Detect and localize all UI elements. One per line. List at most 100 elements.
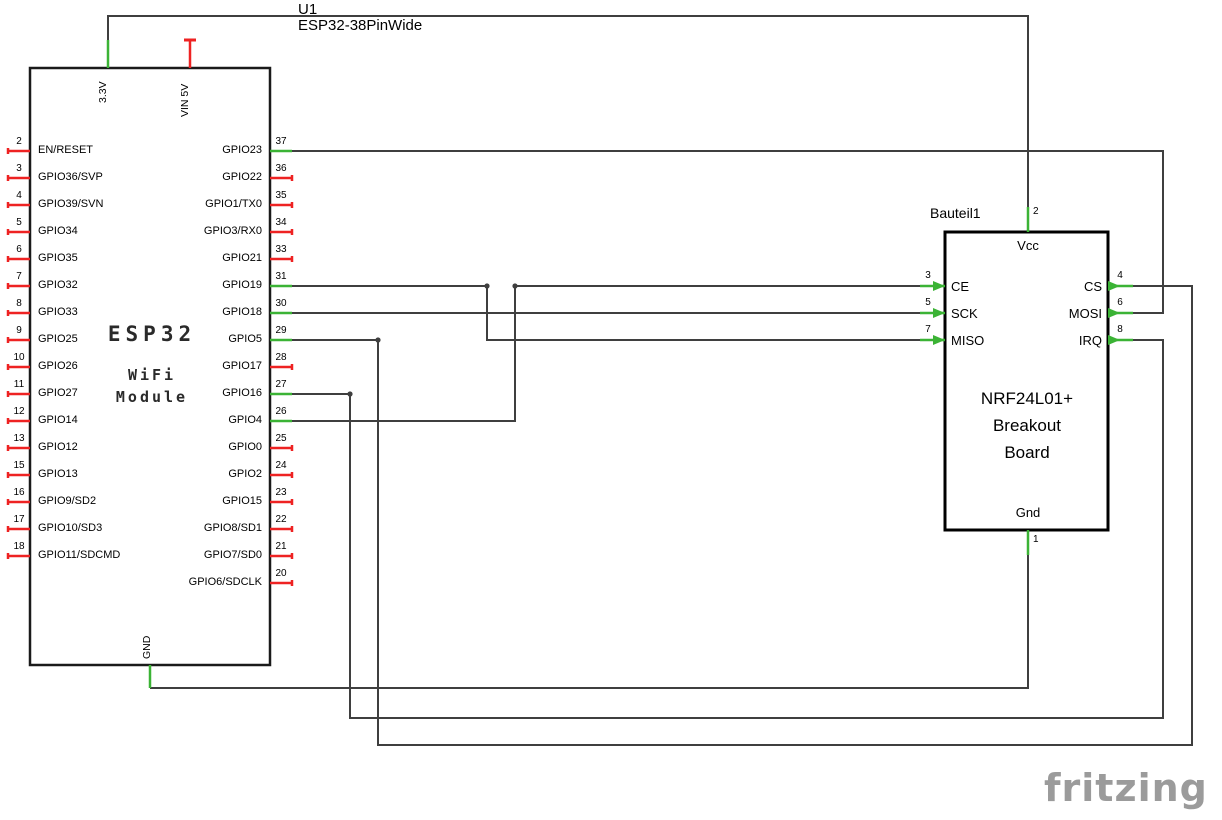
esp32-pin-label-gpio15: GPIO15 (222, 495, 262, 507)
esp32-pin-label-gpio16: GPIO16 (222, 387, 262, 399)
esp32-pin-label-gpio1-tx0: GPIO1/TX0 (205, 198, 262, 210)
esp32-pin-label-gpio9-sd2: GPIO9/SD2 (38, 495, 97, 507)
esp32-name-line2: WiFi (127, 366, 177, 384)
nrf-mosi-number: 6 (1117, 297, 1123, 308)
nrf-cs-number: 4 (1117, 270, 1123, 281)
wire-gpio4-ce[interactable] (292, 285, 920, 422)
esp32-part-name: ESP32-38PinWide (298, 17, 423, 34)
esp32-right-pin-number-30: 30 (275, 298, 287, 309)
esp32-right-pin-number-27: 27 (275, 379, 287, 390)
nrf-title-line1: NRF24L01+ (980, 389, 1074, 408)
esp32-pin-label-gpio8-sd1: GPIO8/SD1 (203, 522, 262, 534)
nrf-gnd-number: 1 (1033, 534, 1039, 545)
esp32-left-pin-number-17: 17 (13, 514, 25, 525)
esp32-pin-label-gpio18: GPIO18 (222, 306, 262, 318)
esp32-vin5v-label: VIN 5V (179, 83, 191, 117)
esp32-left-pin-number-4: 4 (16, 190, 22, 201)
nrf-vcc-label: Vcc (1017, 238, 1039, 253)
nrf-pins (920, 207, 1133, 555)
esp32-right-pin-number-35: 35 (275, 190, 287, 201)
nrf-body[interactable] (943, 230, 1110, 532)
esp32-right-pin-number-36: 36 (275, 163, 287, 174)
nrf-ce-number: 3 (925, 270, 931, 281)
esp32-pin-label-gpio13: GPIO13 (38, 468, 78, 480)
esp32-pin-label-gpio32: GPIO32 (38, 279, 78, 291)
esp32-right-pin-number-28: 28 (275, 352, 287, 363)
esp32-pin-label-gpio22: GPIO22 (222, 171, 262, 183)
wire-gpio5-cs[interactable] (292, 285, 1193, 746)
wires (107, 15, 1193, 746)
wire-gpio19-miso[interactable] (292, 285, 920, 341)
wire-gpio23-mosi[interactable] (292, 150, 1164, 314)
esp32-ref-designator: U1 (298, 1, 318, 18)
esp32-pin-label-gpio39-svn: GPIO39/SVN (38, 198, 104, 210)
esp32-left-pin-number-15: 15 (13, 460, 25, 471)
esp32-left-pin-number-8: 8 (16, 298, 22, 309)
esp32-pin-label-gpio11-sdcmd: GPIO11/SDCMD (38, 549, 121, 561)
nrf-title-line3: Board (1004, 443, 1050, 462)
nrf-pin-miso-arrow-icon (933, 335, 945, 345)
esp32-right-pin-number-31: 31 (275, 271, 287, 282)
wire-gpio16-irq[interactable] (292, 339, 1164, 719)
esp32-left-pin-number-6: 6 (16, 244, 22, 255)
esp32-3v3-label: 3.3V (97, 81, 109, 103)
esp32-left-pin-number-9: 9 (16, 325, 22, 336)
esp32-left-pin-number-11: 11 (13, 379, 25, 390)
nrf-ce-label: CE (951, 279, 970, 294)
nrf-title-line2: Breakout (992, 416, 1062, 435)
esp32-right-pin-number-20: 20 (275, 568, 287, 579)
nrf-miso-number: 7 (925, 324, 931, 335)
bendpoint[interactable] (347, 391, 353, 397)
bendpoint[interactable] (512, 283, 518, 289)
esp32-left-pin-number-18: 18 (13, 541, 25, 552)
esp32-pin-label-gpio5: GPIO5 (228, 333, 262, 345)
esp32-left-pin-number-10: 10 (13, 352, 25, 363)
esp32-pin-label-gpio34: GPIO34 (38, 225, 78, 237)
esp32-left-pin-number-2: 2 (16, 136, 22, 147)
nrf-mosi-label: MOSI (1068, 306, 1102, 321)
esp32-pin-label-gpio35: GPIO35 (38, 252, 78, 264)
esp32-pin-label-gpio23: GPIO23 (222, 144, 262, 156)
esp32-pin-label-gpio21: GPIO21 (222, 252, 262, 264)
bendpoint[interactable] (484, 283, 490, 289)
esp32-pin-label-gpio12: GPIO12 (38, 441, 78, 453)
bendpoint[interactable] (375, 337, 381, 343)
nrf-pin-ce-arrow-icon (933, 281, 945, 291)
esp32-pin-label-gpio2: GPIO2 (228, 468, 262, 480)
esp32-left-pin-number-12: 12 (13, 406, 25, 417)
esp32-right-pin-number-25: 25 (275, 433, 287, 444)
esp32-pin-label-gpio25: GPIO25 (38, 333, 78, 345)
esp32-pin-label-gpio10-sd3: GPIO10/SD3 (38, 522, 103, 534)
nrf-sck-label: SCK (951, 306, 978, 321)
esp32-pin-label-gpio3-rx0: GPIO3/RX0 (203, 225, 262, 237)
nrf-cs-label: CS (1083, 279, 1102, 294)
wire-3v3-vcc[interactable] (107, 15, 1029, 207)
esp32-pin-label-gpio6-sdclk: GPIO6/SDCLK (188, 576, 262, 588)
esp32-right-pin-number-24: 24 (275, 460, 287, 471)
esp32-pin-label-gpio7-sd0: GPIO7/SD0 (203, 549, 262, 561)
esp32-left-pin-number-13: 13 (13, 433, 25, 444)
esp32-left-pin-number-5: 5 (16, 217, 22, 228)
esp32-left-pin-number-7: 7 (16, 271, 22, 282)
esp32-pin-label-gpio27: GPIO27 (38, 387, 78, 399)
esp32-side-pins (6, 148, 294, 586)
esp32-right-pin-number-37: 37 (275, 136, 287, 147)
wire-gnd-gnd[interactable] (150, 555, 1029, 689)
esp32-right-pin-number-21: 21 (275, 541, 287, 552)
esp32-pin-label-gpio0: GPIO0 (228, 441, 262, 453)
nrf-miso-label: MISO (951, 333, 985, 348)
esp32-pin-label-gpio19: GPIO19 (222, 279, 262, 291)
esp32-body[interactable] (28, 66, 272, 667)
nrf-pin-sck-arrow-icon (933, 308, 945, 318)
nrf-gnd-label: Gnd (1015, 505, 1041, 520)
nrf-irq-number: 8 (1117, 324, 1123, 335)
esp32-right-pin-number-34: 34 (275, 217, 287, 228)
esp32-pin-label-gpio17: GPIO17 (222, 360, 262, 372)
nrf-sck-number: 5 (925, 297, 931, 308)
esp32-pin-label-gpio33: GPIO33 (38, 306, 78, 318)
wire-bendpoints (347, 283, 518, 397)
nrf-vcc-number: 2 (1033, 206, 1039, 217)
nrf-pin-cs-arrow-icon (1108, 281, 1120, 291)
